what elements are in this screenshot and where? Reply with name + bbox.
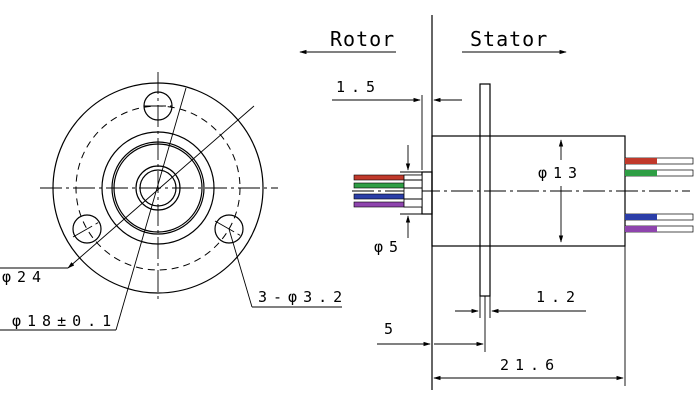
mounting-hole-left bbox=[72, 214, 102, 244]
stator-label: Stator bbox=[470, 27, 548, 51]
dim-1-5-label: 1.5 bbox=[336, 78, 381, 96]
dim-holes-label: 3-φ3.2 bbox=[258, 288, 348, 306]
dim-phi5-label: φ5 bbox=[374, 238, 404, 256]
holes-leader bbox=[228, 228, 253, 308]
dim-21-6-label: 21.6 bbox=[500, 356, 560, 374]
rotor-wires bbox=[353, 174, 423, 208]
rotor-shaft bbox=[421, 171, 433, 215]
stator-wires bbox=[624, 157, 694, 233]
side-view bbox=[299, 15, 694, 390]
dim-1-2-label: 1.2 bbox=[536, 288, 581, 306]
phi24-leader bbox=[67, 105, 255, 269]
dim-5-label: 5 bbox=[384, 320, 399, 338]
front-view bbox=[0, 72, 342, 331]
rotor-label: Rotor bbox=[330, 27, 395, 51]
mounting-hole-right bbox=[214, 214, 244, 244]
phi18-leader bbox=[115, 87, 187, 331]
dim-phi18-label: φ18±0.1 bbox=[12, 312, 117, 330]
dim-phi13-label: φ13 bbox=[538, 164, 583, 182]
stator-flange bbox=[479, 83, 491, 297]
dim-phi24-label: φ24 bbox=[2, 268, 47, 286]
